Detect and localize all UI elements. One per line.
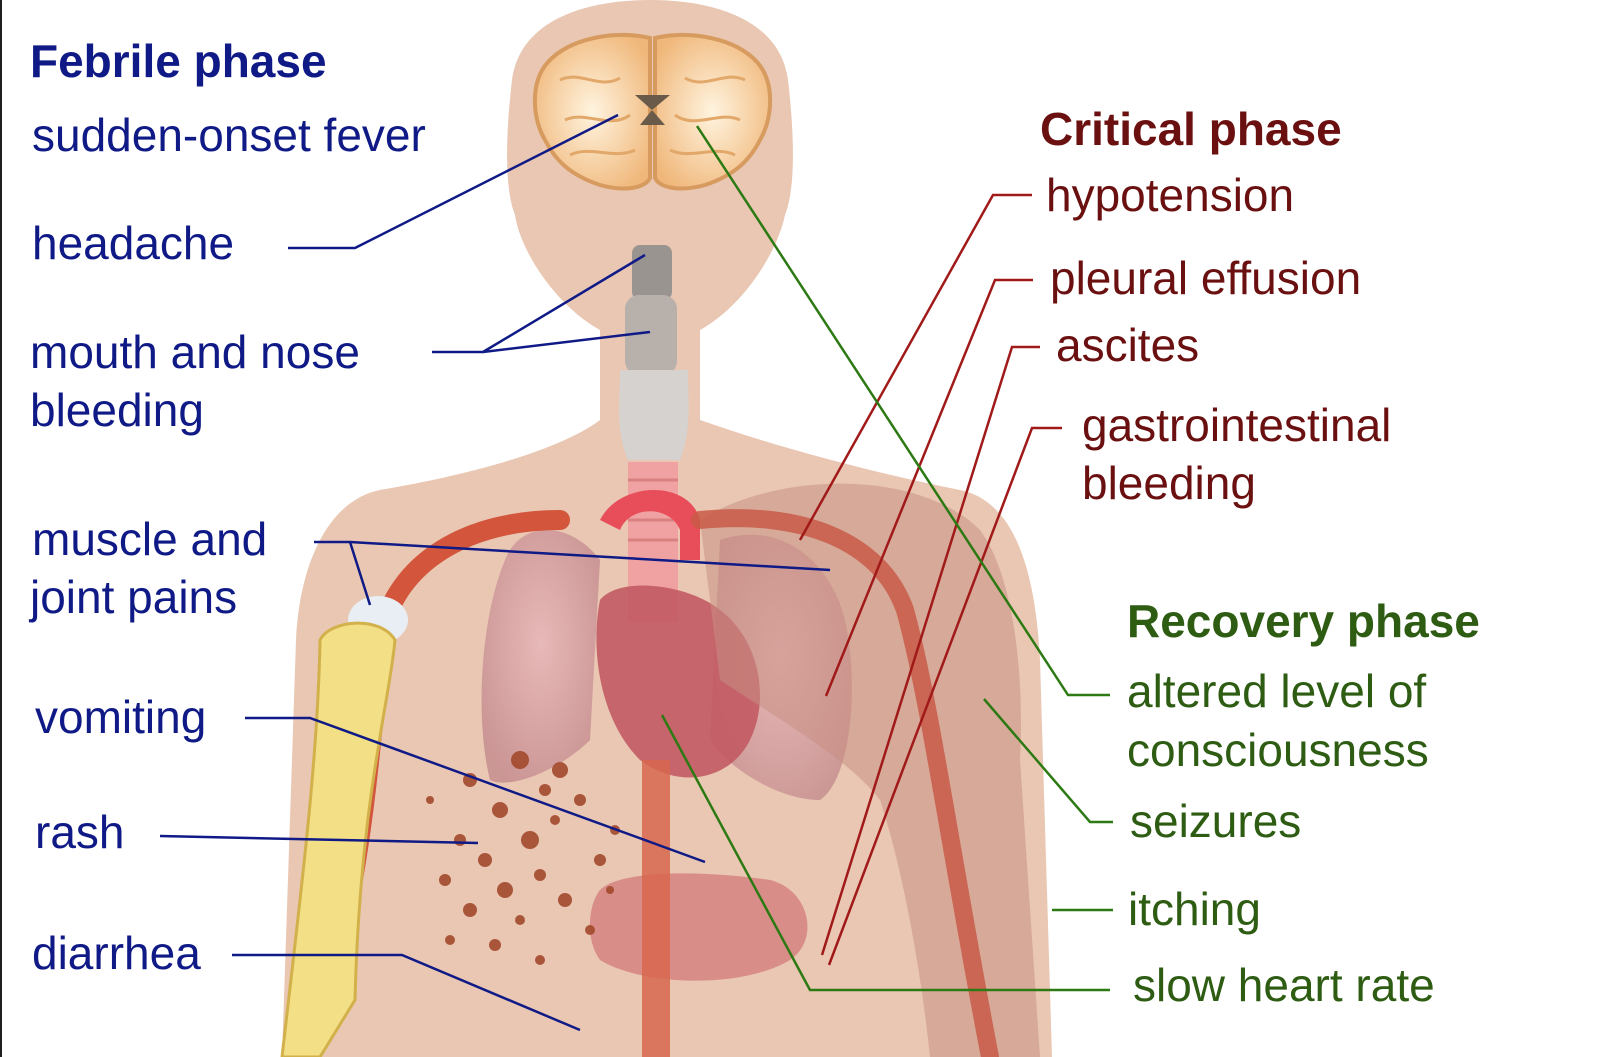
symptom-vomiting: vomiting (35, 691, 206, 743)
symptom-seizures: seizures (1130, 795, 1301, 847)
febrile-phase-title: Febrile phase (30, 35, 327, 87)
critical-phase-group: Critical phase hypotension pleural effus… (1040, 103, 1391, 509)
symptom-hypotension: hypotension (1046, 169, 1294, 221)
symptom-slow-heart-rate: slow heart rate (1133, 959, 1435, 1011)
recovery-phase-group: Recovery phase altered level of consciou… (1127, 595, 1480, 1011)
symptom-mouth-and-nose-bleeding-line2: bleeding (30, 384, 204, 436)
symptom-itching: itching (1128, 883, 1261, 935)
symptom-pleural-effusion: pleural effusion (1050, 252, 1361, 304)
symptom-muscle-and-joint-pains-line1: muscle and (32, 513, 267, 565)
symptom-headache: headache (32, 217, 234, 269)
critical-phase-title: Critical phase (1040, 103, 1342, 155)
recovery-phase-title: Recovery phase (1127, 595, 1480, 647)
symptom-sudden-onset-fever: sudden-onset fever (32, 109, 426, 161)
symptom-muscle-and-joint-pains-line2: joint pains (28, 571, 237, 623)
descending-aorta (642, 760, 670, 1057)
symptom-ascites: ascites (1056, 319, 1199, 371)
symptom-diarrhea: diarrhea (32, 927, 201, 979)
symptom-rash: rash (35, 806, 124, 858)
symptom-altered-level-of-consciousness-line2: consciousness (1127, 724, 1429, 776)
symptom-mouth-and-nose-bleeding-line1: mouth and nose (30, 326, 360, 378)
symptom-gastrointestinal-bleeding-line2: bleeding (1082, 457, 1256, 509)
symptom-gastrointestinal-bleeding-line1: gastrointestinal (1082, 399, 1391, 451)
symptom-altered-level-of-consciousness-line1: altered level of (1127, 665, 1426, 717)
